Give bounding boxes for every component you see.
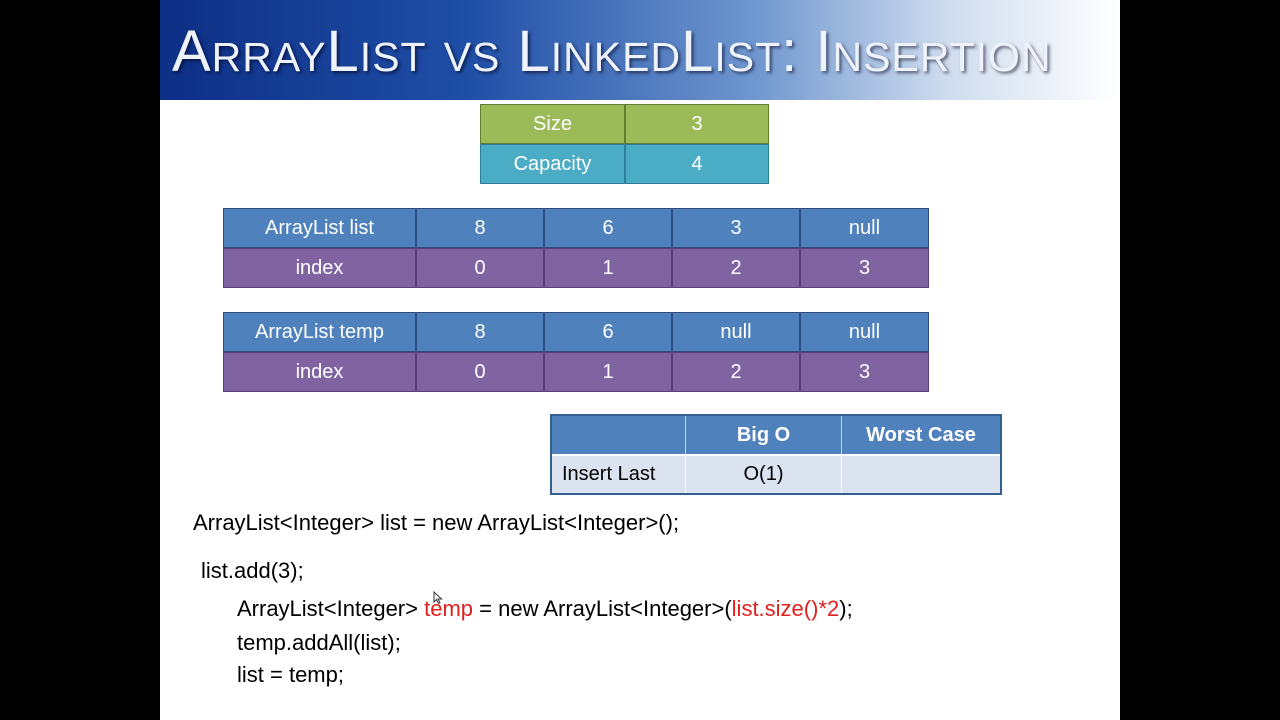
list-index-2: 2 [672,248,800,288]
bigo-operation: Insert Last [552,454,686,493]
list-name: ArrayList list [223,208,416,248]
temp-value-3: null [800,312,929,352]
list-index-0: 0 [416,248,544,288]
code-line-3-type: ArrayList<Integer> [237,596,425,621]
list-value-2: 3 [672,208,800,248]
temp-name: ArrayList temp [223,312,416,352]
list-value-1: 6 [544,208,672,248]
code-line-3-end: ); [839,596,853,621]
slide-title: ArrayList vs LinkedList: Insertion [172,19,1052,84]
list-index-3: 3 [800,248,929,288]
bigo-table: Big O Worst Case Insert Last O(1) [550,414,1002,495]
size-label: Size [480,104,625,144]
temp-value-0: 8 [416,312,544,352]
list-value-0: 8 [416,208,544,248]
code-line-3: ArrayList<Integer> temp = new ArrayList<… [237,596,853,622]
code-line-3-new: = new ArrayList<Integer>( [473,596,732,621]
mouse-cursor-icon [433,591,443,605]
temp-index-2: 2 [672,352,800,392]
title-bar: ArrayList vs LinkedList: Insertion [160,0,1120,100]
bigo-value: O(1) [686,454,842,493]
temp-index-0: 0 [416,352,544,392]
list-value-3: null [800,208,929,248]
slide: ArrayList vs LinkedList: Insertion Size … [160,0,1120,720]
bigo-header-empty [552,416,686,454]
code-line-4: temp.addAll(list); [237,630,401,655]
bigo-worst-case [842,454,1000,493]
bigo-header-worst: Worst Case [842,416,1000,454]
list-index-1: 1 [544,248,672,288]
capacity-label: Capacity [480,144,625,184]
code-line-5: list = temp; [237,662,344,687]
list-index-label: index [223,248,416,288]
temp-value-2: null [672,312,800,352]
capacity-value: 4 [625,144,769,184]
temp-index-label: index [223,352,416,392]
code-line-2: list.add(3); [201,558,304,583]
temp-value-1: 6 [544,312,672,352]
code-line-3-size: list.size()*2 [731,596,840,621]
size-value: 3 [625,104,769,144]
code-line-1: ArrayList<Integer> list = new ArrayList<… [193,510,680,535]
temp-index-1: 1 [544,352,672,392]
temp-index-3: 3 [800,352,929,392]
code-line-3-temp: temp [424,596,474,621]
bigo-header-bigo: Big O [686,416,842,454]
